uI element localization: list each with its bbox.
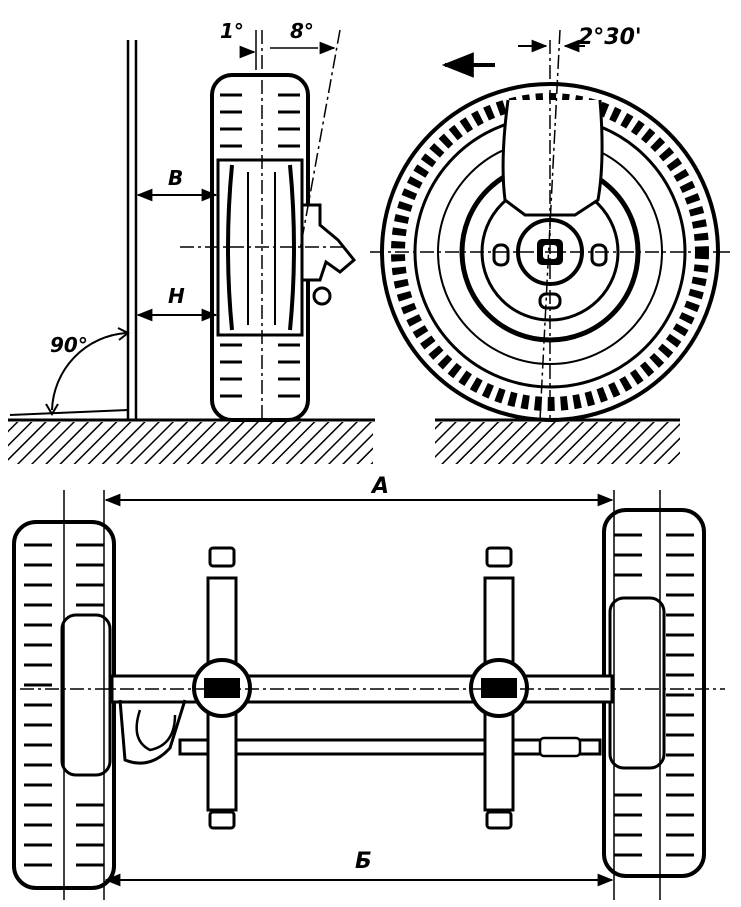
rear-track-label: Б: [355, 849, 372, 874]
top-view-track: A Б: [12, 474, 725, 900]
lower-distance-label: H: [168, 284, 185, 308]
right-angle-label: 90°: [50, 333, 88, 357]
front-view-caster: 2°30': [370, 25, 730, 464]
side-view-camber: 1° 8° 90° B H: [8, 19, 375, 464]
caster-angle-label: 2°30': [578, 25, 642, 50]
front-track-label: A: [370, 474, 389, 499]
kingpin-angle-label: 8°: [290, 19, 314, 43]
upper-distance-label: B: [168, 166, 183, 190]
camber-angle-label: 1°: [220, 19, 244, 43]
